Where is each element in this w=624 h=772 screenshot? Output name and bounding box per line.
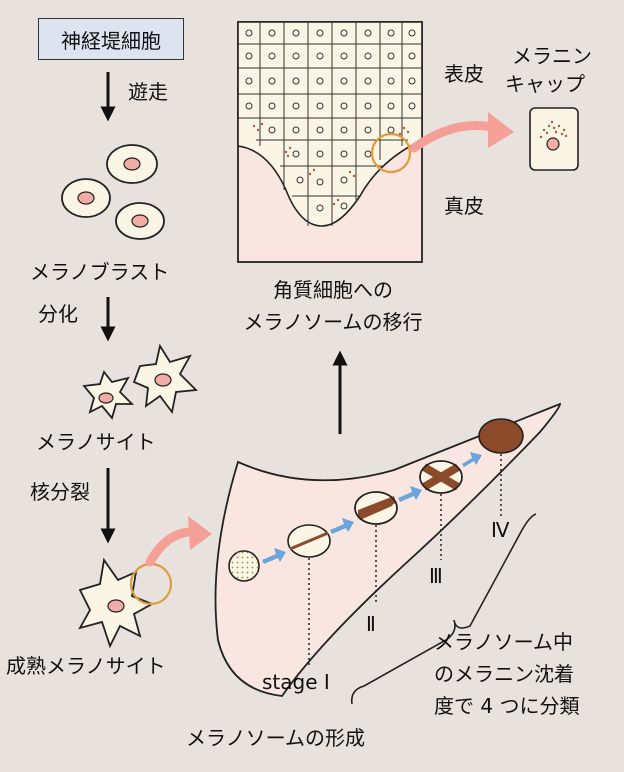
cap-arrow (409, 112, 514, 153)
melanocyte-cells (82, 343, 198, 420)
mature-melanocyte (78, 557, 173, 649)
mature-melanocyte-label: 成熟メラノサイト (6, 654, 166, 678)
differentiation-label: 分化 (38, 302, 78, 326)
nuclear-division-label: 核分裂 (30, 480, 90, 504)
transfer-label-1: 角質細胞への (273, 278, 393, 302)
skin-section (237, 21, 423, 263)
classification-bracket (350, 513, 537, 705)
stage-3-label: Ⅲ (429, 564, 443, 588)
migration-label: 遊走 (128, 80, 168, 104)
melanocyte-label: メラノサイト (36, 430, 156, 454)
classification-line-2: のメラニン沈着 (434, 662, 574, 686)
stage-1-label: stage Ⅰ (262, 670, 330, 694)
melanoblast-label: メラノブラスト (30, 260, 170, 284)
stage-arrows (262, 452, 482, 564)
dermis-label: 真皮 (444, 194, 484, 218)
melanosome-formation-zoom (214, 402, 561, 697)
formation-label: メラノソームの形成 (186, 726, 365, 750)
melanin-cap-label-2: キャップ (505, 72, 585, 96)
neural-crest-label: 神経堤細胞 (38, 18, 184, 60)
melanoblast-cells (61, 144, 165, 240)
stage-4-label: Ⅳ (491, 518, 510, 542)
classification-line-3: 度で 4 つに分類 (434, 694, 580, 718)
transfer-label-2: メラノソームの移行 (243, 310, 423, 334)
epidermis-label: 表皮 (444, 62, 484, 86)
melanosome-stages (228, 418, 524, 582)
stage-leaders (308, 454, 502, 668)
stage-2-label: Ⅱ (366, 612, 376, 636)
classification-line-1: メラノソーム中 (434, 630, 573, 654)
melanin-cap-cell (529, 107, 579, 171)
zoom-arrow (145, 516, 212, 567)
melanin-cap-label-1: メラニン (512, 44, 592, 68)
